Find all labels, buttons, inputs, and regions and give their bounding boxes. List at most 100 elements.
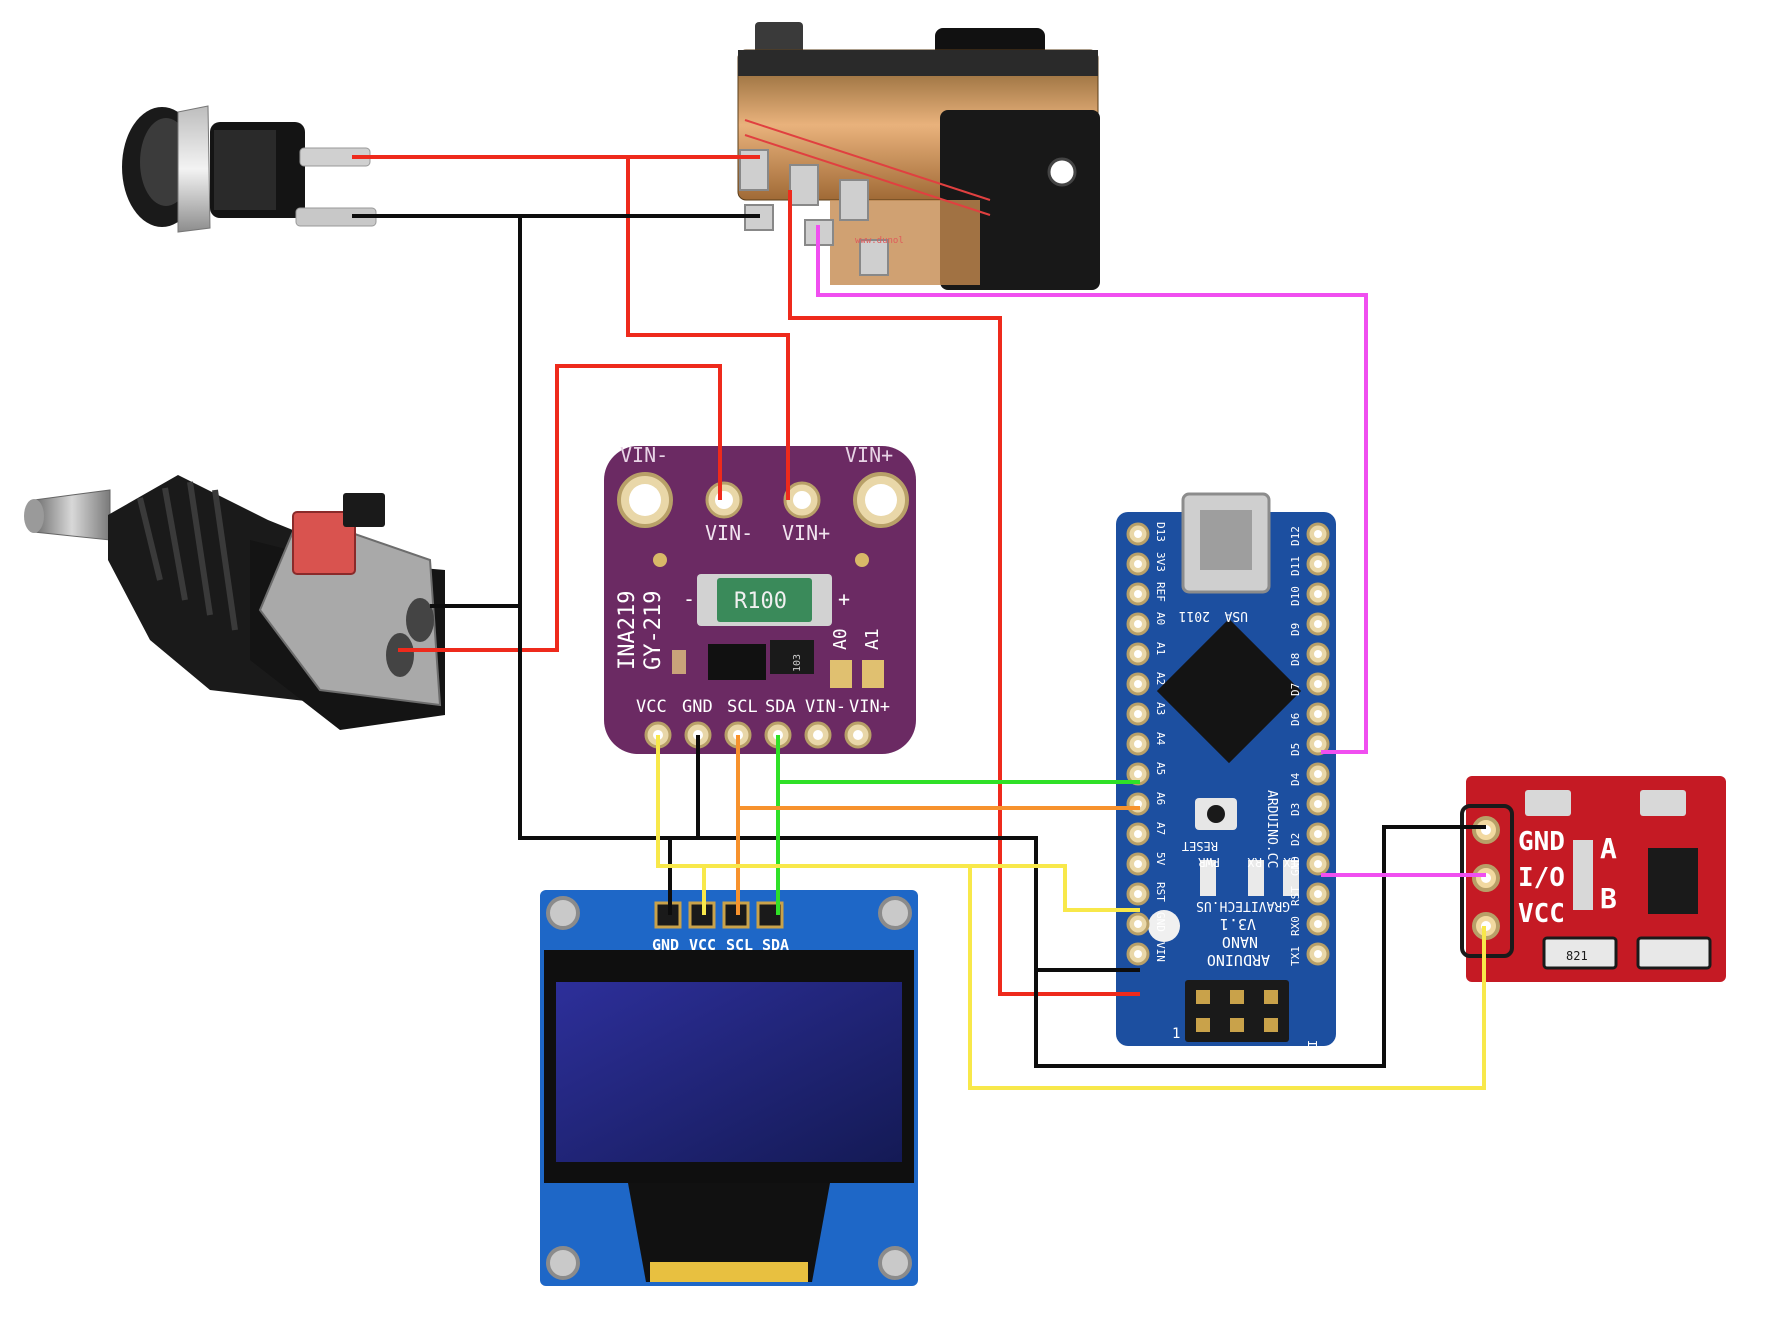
nano-pin-label-right-d4: D4	[1289, 772, 1302, 786]
plug-barrel	[33, 489, 111, 541]
nano-pin-label-right-d11: D11	[1289, 556, 1302, 576]
nano-pin-label-right-d5: D5	[1289, 743, 1302, 756]
nano-pin-label-right-d6: D6	[1289, 713, 1302, 726]
nano-pin-label-right-d10: D10	[1289, 586, 1302, 606]
touch-ic	[1648, 848, 1698, 914]
ina219-label-vin-plus: VIN+	[845, 443, 893, 467]
nano-pin-label-left-a0: A0	[1154, 612, 1167, 625]
nano-pin-label-right-d8: D8	[1289, 653, 1302, 666]
oled-pin-label-gnd: GND	[652, 936, 679, 954]
svg-text:B: B	[1600, 882, 1617, 915]
svg-text:ICSP: ICSP	[1305, 1040, 1319, 1069]
nano-pin-label-left-a3: A3	[1154, 702, 1167, 715]
nano-pin-hole	[1134, 530, 1142, 538]
nano-pin-label-right-gnd: GND	[1289, 856, 1302, 876]
ina219-shunt-resistor	[717, 578, 812, 622]
nano-pin-hole	[1134, 620, 1142, 628]
nano-pin-hole	[1134, 950, 1142, 958]
nano-pin-label-left-a6: A6	[1154, 792, 1167, 805]
svg-text:2011: 2011	[1179, 608, 1210, 623]
nano-pin-hole	[1134, 890, 1142, 898]
oled-pin-label-vcc: VCC	[689, 936, 716, 954]
nano-pin-label-right-d9: D9	[1289, 623, 1302, 636]
ina219-pad-label-minus: VIN-	[705, 521, 753, 545]
ina219-jumper-a1	[862, 660, 884, 688]
nano-pin-label-right-d3: D3	[1289, 803, 1302, 816]
nano-model-arduino: ARDUINO	[1207, 951, 1270, 969]
nano-maker: GRAVITECH.US	[1196, 898, 1290, 913]
ina219-pin-label-sda: SDA	[765, 697, 796, 717]
svg-text:A0: A0	[830, 628, 851, 650]
svg-text:A1: A1	[862, 628, 883, 650]
touch-pin-label-vcc: VCC	[1518, 899, 1565, 929]
nano-pin-label-left-ref: REF	[1154, 582, 1167, 602]
switch-watermark: www.dunol	[855, 236, 904, 246]
nano-pin-label-left-a5: A5	[1154, 762, 1167, 775]
plug-wire-hole-1	[406, 598, 434, 642]
svg-text:USA: USA	[1224, 608, 1248, 623]
nano-pin-hole	[1314, 530, 1322, 538]
oled-pin-label-sda: SDA	[762, 936, 789, 954]
switch-pins	[739, 149, 889, 276]
wire-black-ground-bus	[518, 216, 1140, 972]
nano-pin-label-right-rst: RST	[1289, 886, 1302, 906]
nano-pin-label-left-5v: 5V	[1154, 852, 1167, 866]
nano-led-rx	[1248, 860, 1264, 896]
wire-red-to-ina-vin-plus	[626, 157, 790, 500]
wire-red-plug-to-ina-vin-minus	[398, 364, 722, 652]
nano-pin-label-left-a1: A1	[1154, 642, 1167, 655]
switch-pin-2	[789, 164, 819, 206]
nano-pin-hole	[1134, 650, 1142, 658]
nano-pin-hole	[1314, 860, 1322, 868]
switch-pin-6	[859, 239, 889, 276]
dc-terminal-plug	[24, 475, 445, 730]
nano-pin-label-left-a7: A7	[1154, 822, 1167, 835]
nano-pin-hole	[1134, 590, 1142, 598]
wire-yellow-touch-vcc	[968, 866, 1486, 1090]
dc-panel-jack	[122, 105, 377, 233]
nano-pin-label-left-rst: RST	[1154, 882, 1167, 902]
ina219-pin-label-gnd: GND	[682, 697, 713, 717]
plug-ribs	[137, 481, 238, 631]
nano-led-pwr	[1200, 860, 1216, 896]
touch-led	[1636, 936, 1712, 970]
nano-pin-hole	[1314, 950, 1322, 958]
svg-text:ARDUINO.CC: ARDUINO.CC	[1264, 790, 1279, 868]
oled-flex-cable	[628, 1183, 830, 1282]
ina219-name: INA219	[615, 591, 640, 670]
nano-pin-label-right-d2: D2	[1289, 833, 1302, 846]
wire-red-switch-to-nano-vin	[788, 190, 1140, 996]
oled-pin-label-scl: SCL	[726, 936, 753, 954]
arduino-nano: USA 2011 RESET ARDUINO.CC PWR RX TX ARDU…	[1116, 492, 1336, 1069]
nano-pin-label-right-d7: D7	[1289, 683, 1302, 696]
ina219-resistor-103	[770, 640, 814, 674]
ina219-shunt-label: R100	[734, 589, 787, 614]
nano-pin-hole	[1314, 620, 1322, 628]
nano-pin-label-left-3v3: 3V3	[1154, 552, 1167, 572]
nano-pin-hole	[1314, 650, 1322, 658]
nano-pin-hole	[1314, 560, 1322, 568]
nano-pin-hole	[1314, 680, 1322, 688]
nano-pin-label-left-gnd: GND	[1154, 912, 1167, 932]
nano-pin-hole	[1134, 830, 1142, 838]
touch-pin-label-gnd: GND	[1518, 827, 1565, 857]
ina219-pad-label-plus: VIN+	[782, 521, 830, 545]
wires	[352, 155, 1486, 1090]
nano-led-tx	[1283, 860, 1299, 896]
nano-pin-hole	[1314, 920, 1322, 928]
nano-pin-hole	[1134, 710, 1142, 718]
svg-text:821: 821	[1566, 949, 1588, 963]
nano-pin-label-right-tx1: TX1	[1289, 946, 1302, 966]
nano-pin-hole	[1314, 740, 1322, 748]
wire-pink-switch-to-d2	[816, 225, 1368, 754]
oled-screen	[556, 982, 902, 1162]
ina219-chip	[708, 644, 766, 680]
nano-pin-label-left-a2: A2	[1154, 672, 1167, 685]
nano-pin-hole	[1134, 560, 1142, 568]
switch-stripe	[744, 119, 991, 201]
ina219-pin-label-vcc: VCC	[636, 697, 667, 717]
ina219-pin-label-scl: SCL	[727, 697, 758, 717]
